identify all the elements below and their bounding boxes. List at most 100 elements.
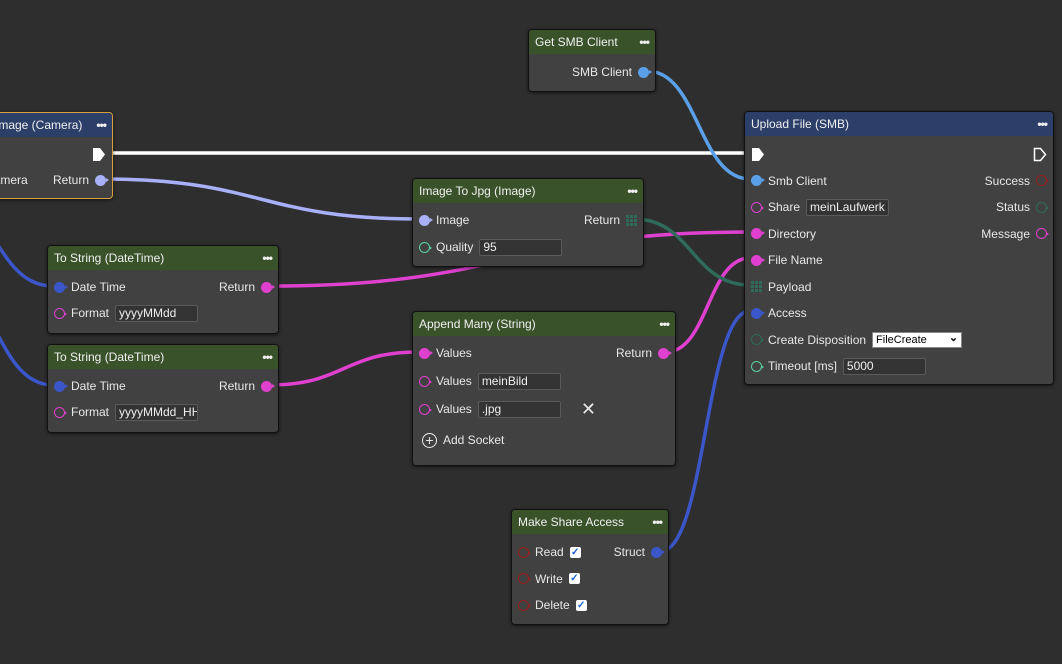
add-socket-button[interactable]: +Add Socket bbox=[413, 429, 675, 451]
input-port: Read✓ bbox=[518, 545, 581, 559]
port-value-input[interactable]: 95 bbox=[479, 238, 563, 256]
string-connection-wire[interactable] bbox=[665, 256, 751, 354]
node-header[interactable]: To String (DateTime)••• bbox=[48, 345, 278, 369]
smb-socket-icon[interactable] bbox=[638, 66, 652, 78]
image-connection-wire[interactable] bbox=[102, 177, 419, 221]
node-header[interactable]: To String (DateTime)••• bbox=[48, 246, 278, 270]
node-header[interactable]: Append Many (String)••• bbox=[413, 312, 675, 336]
port-value-input[interactable]: yyyyMMdd bbox=[115, 304, 199, 322]
datetime-socket-icon[interactable] bbox=[54, 281, 68, 293]
string-socket-icon[interactable] bbox=[54, 406, 67, 418]
string-socket-icon[interactable] bbox=[751, 201, 764, 213]
bool-socket-icon[interactable] bbox=[518, 573, 531, 584]
string-socket-icon[interactable] bbox=[261, 380, 275, 392]
string-socket-icon[interactable] bbox=[658, 347, 672, 359]
string-socket-icon[interactable] bbox=[751, 228, 765, 239]
port-value-input[interactable]: yyyyMMdd_HH bbox=[115, 403, 199, 421]
port-label: Values bbox=[436, 402, 472, 416]
binary-socket-icon[interactable] bbox=[751, 281, 762, 292]
node-menu-button[interactable]: ••• bbox=[262, 350, 273, 364]
datetime-connection-wire[interactable] bbox=[0, 280, 54, 387]
node-title: Get SMB Client bbox=[535, 35, 618, 49]
node-menu-button[interactable]: ••• bbox=[262, 251, 273, 265]
number-socket-icon[interactable] bbox=[419, 241, 432, 253]
exec-socket-icon[interactable] bbox=[92, 147, 106, 162]
struct-connection-wire[interactable] bbox=[660, 309, 751, 553]
enum-socket-icon[interactable] bbox=[751, 334, 764, 345]
read-checkbox[interactable]: ✓ bbox=[569, 546, 581, 558]
port-label: Return bbox=[583, 213, 620, 227]
smb-connection-wire[interactable] bbox=[646, 69, 751, 181]
node-menu-button[interactable]: ••• bbox=[627, 184, 638, 198]
image-socket-icon[interactable] bbox=[95, 174, 109, 186]
node-header[interactable]: Image (Camera)••• bbox=[0, 113, 112, 137]
input-port: Directory bbox=[751, 227, 816, 241]
add-socket-label: Add Socket bbox=[443, 433, 505, 447]
datetime-connection-wire[interactable] bbox=[0, 200, 54, 288]
struct-socket-icon[interactable] bbox=[651, 546, 665, 558]
port-label: Timeout [ms] bbox=[768, 359, 837, 373]
string-socket-icon[interactable] bbox=[419, 403, 432, 415]
binary-socket-icon[interactable] bbox=[626, 214, 637, 226]
port-label: Status bbox=[995, 200, 1030, 214]
port-value-input[interactable]: meinLaufwerk bbox=[806, 198, 890, 216]
smb-socket-icon[interactable] bbox=[751, 175, 765, 186]
struct-socket-icon[interactable] bbox=[751, 307, 765, 319]
string-socket-icon[interactable] bbox=[54, 307, 67, 319]
exec-socket-icon[interactable] bbox=[751, 147, 765, 162]
exec-socket-icon[interactable] bbox=[1033, 147, 1047, 162]
add-socket: +Add Socket bbox=[422, 432, 505, 448]
node-smbclient[interactable]: Get SMB Client•••SMB Client bbox=[528, 29, 656, 92]
string-socket-icon[interactable] bbox=[261, 281, 275, 293]
port-value-input[interactable]: .jpg bbox=[477, 400, 561, 418]
node-row bbox=[0, 143, 112, 165]
input-port: Values .jpg ✕ bbox=[419, 399, 596, 420]
write-checkbox[interactable]: ✓ bbox=[568, 573, 580, 584]
bool-socket-icon[interactable] bbox=[518, 599, 531, 611]
datetime-socket-icon[interactable] bbox=[54, 380, 68, 392]
delete-checkbox[interactable]: ✓ bbox=[575, 599, 587, 611]
enum-socket-icon[interactable] bbox=[1036, 201, 1049, 213]
string-socket-icon[interactable] bbox=[751, 254, 765, 266]
string-socket-icon[interactable] bbox=[419, 347, 433, 359]
node-menu-button[interactable]: ••• bbox=[96, 118, 107, 132]
bool-socket-icon[interactable] bbox=[1036, 175, 1049, 186]
input-port: Image bbox=[419, 213, 469, 227]
node-header[interactable]: Image To Jpg (Image)••• bbox=[413, 179, 643, 203]
port-value-input[interactable]: 5000 bbox=[842, 357, 926, 375]
node-header[interactable]: Upload File (SMB)••• bbox=[745, 112, 1053, 136]
number-socket-icon[interactable] bbox=[751, 360, 764, 372]
binary-connection-wire[interactable] bbox=[633, 217, 751, 287]
node-menu-button[interactable]: ••• bbox=[639, 35, 650, 49]
node-menu-button[interactable]: ••• bbox=[652, 515, 663, 529]
image-socket-icon[interactable] bbox=[419, 214, 433, 226]
output-port: Status bbox=[995, 200, 1049, 214]
port-label: Create Disposition bbox=[768, 332, 867, 347]
create-disposition-select[interactable]: FileCreate⌄ bbox=[872, 331, 963, 348]
string-connection-wire[interactable] bbox=[269, 350, 419, 387]
input-port: Smb Client bbox=[751, 174, 827, 188]
port-value-input[interactable]: meinBild bbox=[477, 372, 561, 390]
node-menu-button[interactable]: ••• bbox=[659, 317, 670, 331]
node-camera[interactable]: Image (Camera)•••CameraReturn bbox=[0, 112, 113, 199]
output-port: Success bbox=[985, 174, 1049, 188]
node-header[interactable]: Make Share Access••• bbox=[512, 510, 668, 534]
bool-socket-icon[interactable] bbox=[518, 546, 531, 558]
node-row: Payload bbox=[745, 276, 1053, 298]
string-socket-icon[interactable] bbox=[1036, 228, 1049, 239]
string-socket-icon[interactable] bbox=[419, 375, 432, 387]
remove-socket-button[interactable]: ✕ bbox=[580, 398, 596, 419]
node-menu-button[interactable]: ••• bbox=[1037, 117, 1048, 131]
node-header[interactable]: Get SMB Client ••• bbox=[529, 30, 655, 54]
